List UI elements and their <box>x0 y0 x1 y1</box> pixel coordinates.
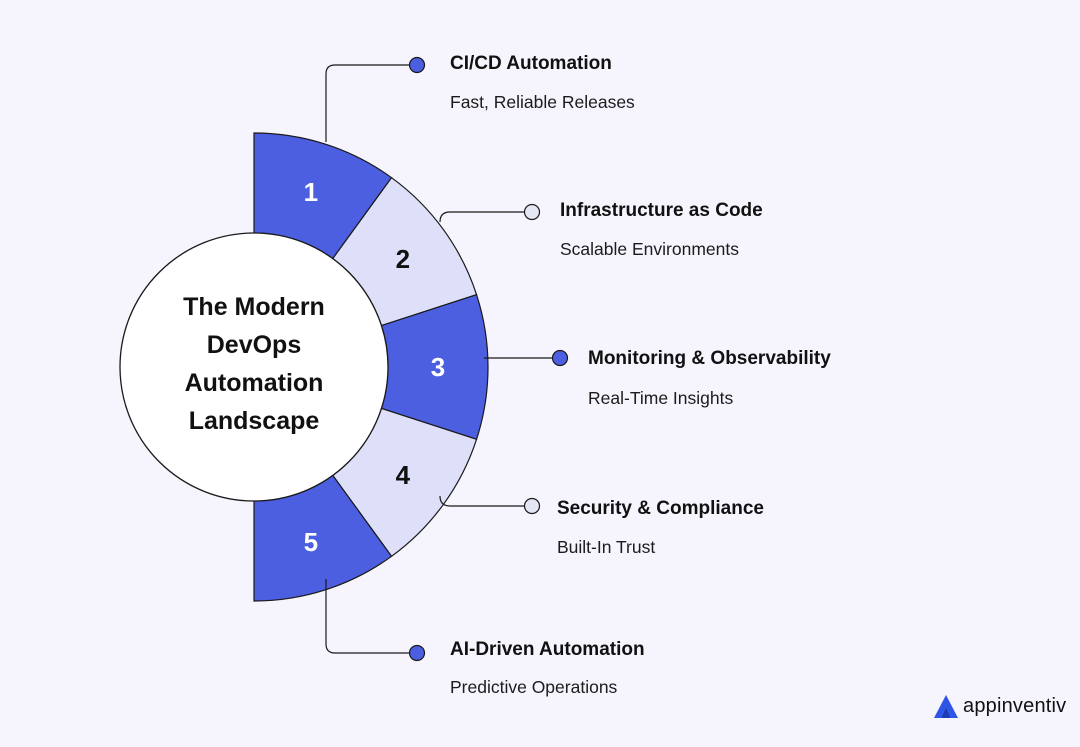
title-line-3: Automation <box>184 369 324 397</box>
ring-segments <box>253 132 489 602</box>
item-title-security: Security & Compliance <box>557 498 764 519</box>
connector-line-2 <box>439 211 532 223</box>
segment-number-2: 2 <box>396 244 410 274</box>
brand-logo: appinventiv <box>932 693 1066 719</box>
title-line-2: DevOps <box>206 331 302 359</box>
connector-dot-2 <box>523 203 541 221</box>
center-circle <box>119 232 389 502</box>
connector-dot-3 <box>551 349 569 367</box>
connector-line-4 <box>439 495 532 507</box>
segment-number-3: 3 <box>431 352 445 382</box>
item-subtitle-ai: Predictive Operations <box>450 677 618 697</box>
segment-number-4: 4 <box>396 460 411 490</box>
title-line-1: The Modern <box>183 293 325 321</box>
title-line-4: Landscape <box>188 407 320 435</box>
item-title-ai: AI-Driven Automation <box>450 639 645 660</box>
appinventiv-logo-icon <box>934 695 958 718</box>
connector-dot-5 <box>408 644 426 662</box>
connector-dot-4 <box>523 497 541 515</box>
connector-line-1 <box>325 64 417 142</box>
connector-line-5 <box>325 579 417 654</box>
logo-text: appinventiv <box>963 694 1067 717</box>
segment-number-1: 1 <box>304 177 318 207</box>
item-subtitle-monitoring: Real-Time Insights <box>588 388 734 408</box>
item-title-iac: Infrastructure as Code <box>560 200 763 221</box>
segment-numbers: 1 2 3 4 5 <box>304 177 446 557</box>
connector-dot-1 <box>408 56 426 74</box>
segment-number-5: 5 <box>304 527 318 557</box>
item-subtitle-security: Built-In Trust <box>557 537 656 557</box>
connector-lines <box>325 56 569 662</box>
item-title-monitoring: Monitoring & Observability <box>588 348 831 369</box>
item-title-cicd: CI/CD Automation <box>450 53 612 74</box>
diagram-title: The Modern DevOps Automation Landscape <box>120 288 388 440</box>
item-subtitle-iac: Scalable Environments <box>560 239 739 259</box>
item-subtitle-cicd: Fast, Reliable Releases <box>450 92 635 112</box>
